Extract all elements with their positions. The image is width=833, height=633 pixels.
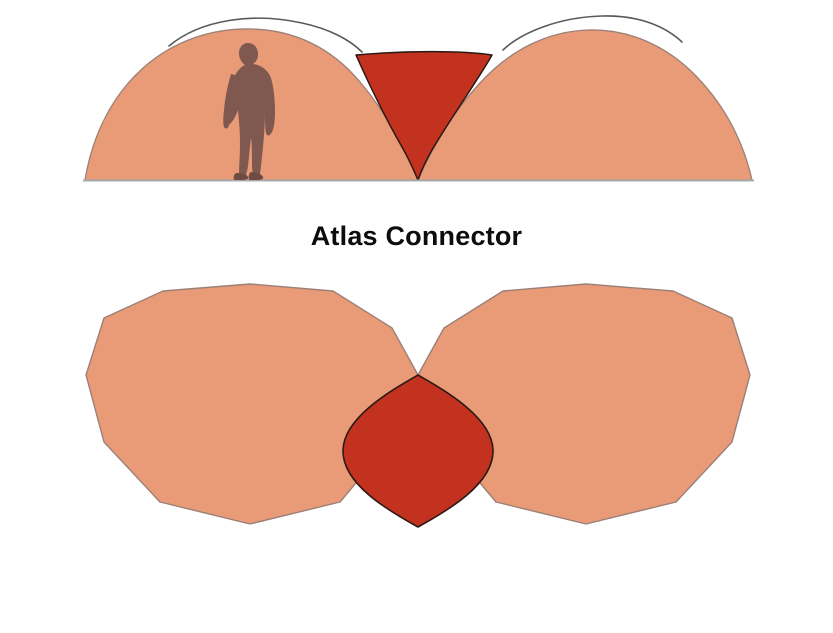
right-dome xyxy=(417,29,753,181)
human-scale-figure xyxy=(223,43,275,180)
plan-view xyxy=(85,283,751,528)
left-decagon xyxy=(85,283,419,525)
right-canopy-arc xyxy=(502,15,683,51)
elevation-view xyxy=(83,15,754,182)
elevation-connector xyxy=(355,50,493,181)
right-decagon xyxy=(417,283,751,525)
page-title: Atlas Connector xyxy=(310,220,523,251)
figure-title-block: Atlas Connector xyxy=(0,212,833,260)
left-canopy-arc xyxy=(168,17,363,53)
plan-connector xyxy=(342,374,494,528)
